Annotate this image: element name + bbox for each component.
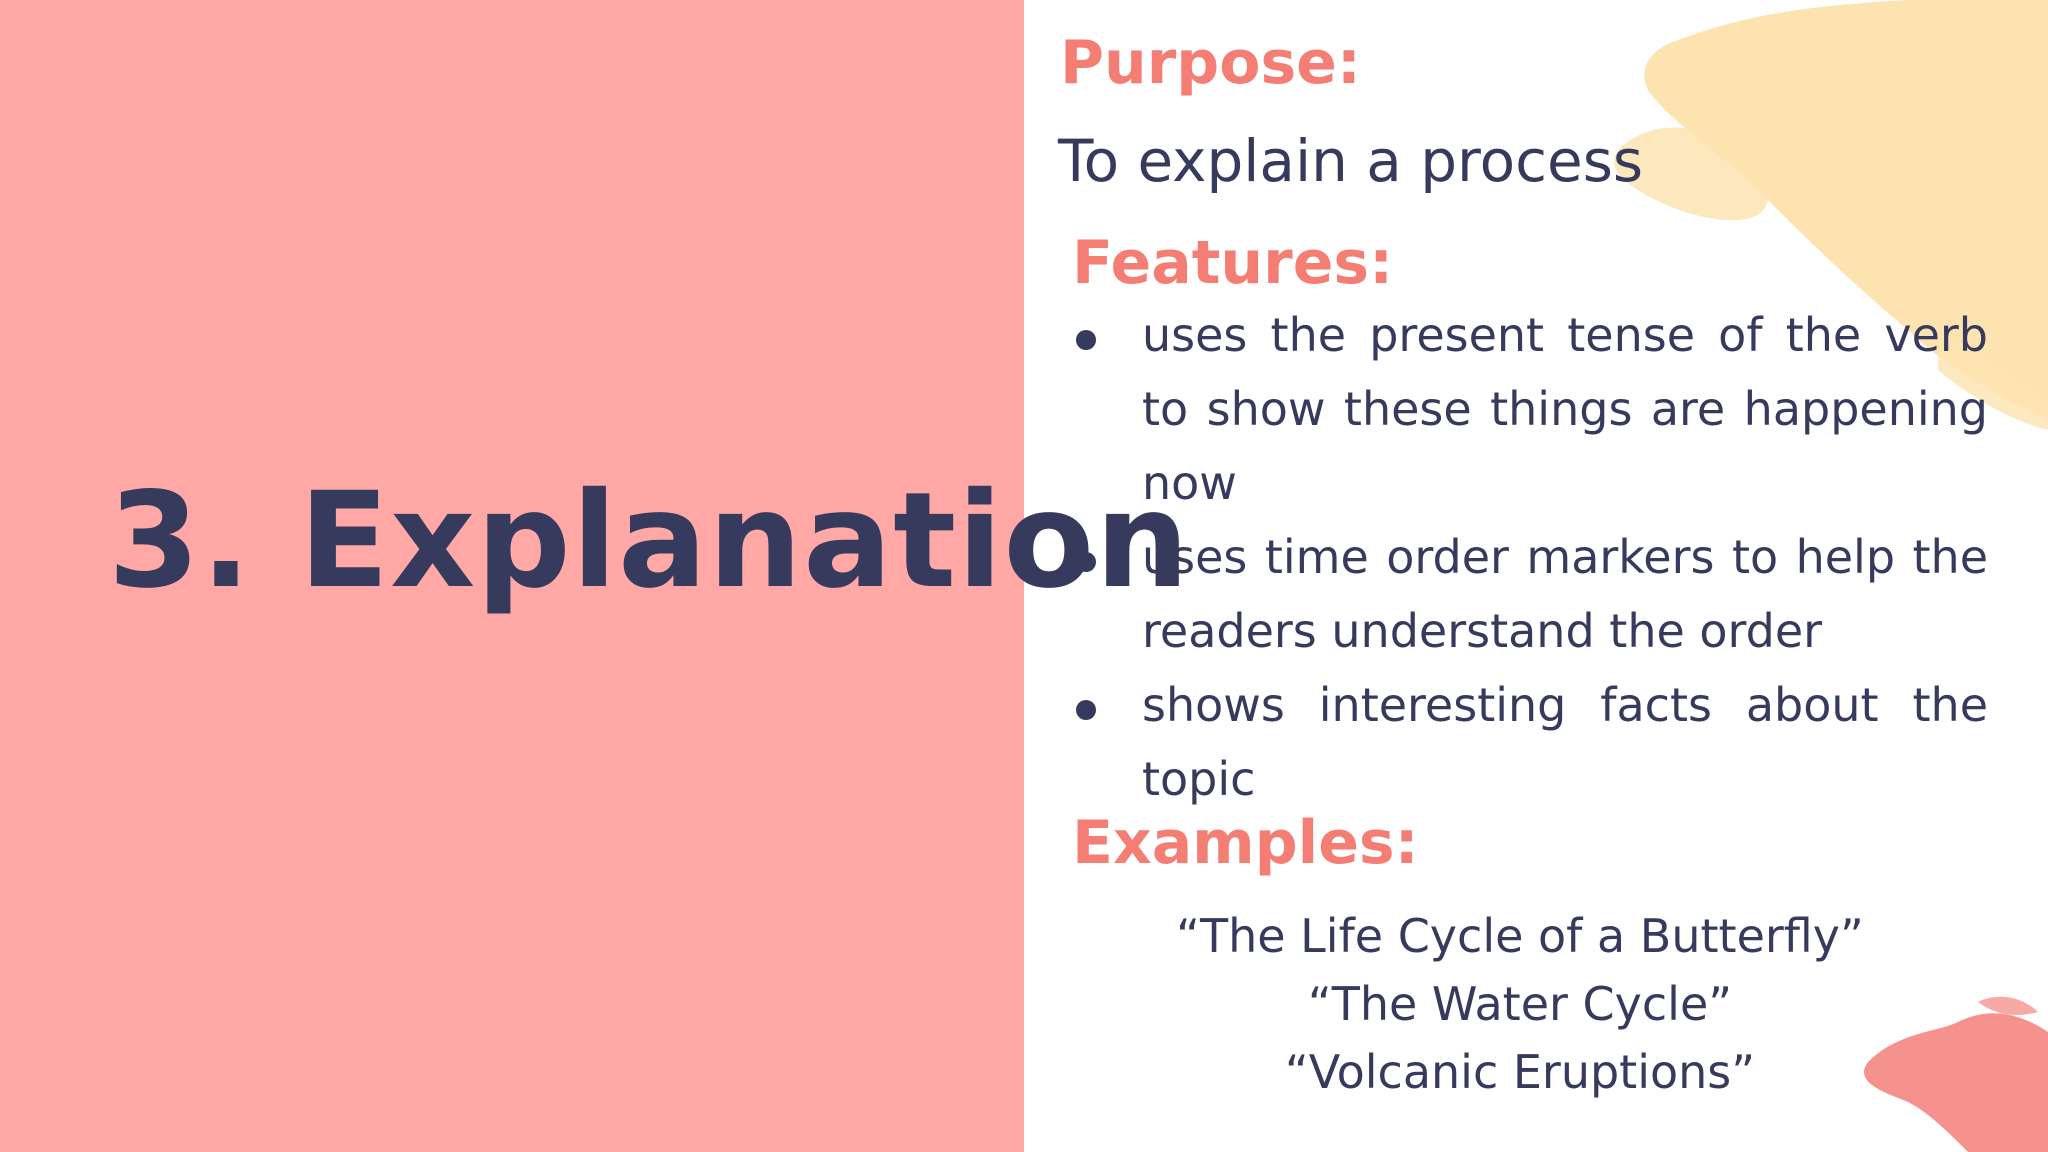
feature-text: uses the present tense of the verb to sh… [1142,308,1988,510]
pink-brush-stroke [1863,996,2048,1152]
purpose-heading: Purpose: [1060,28,1361,98]
feature-text: uses time order markers to help the read… [1142,530,1988,658]
examples-heading: Examples: [1072,808,1419,878]
example-item: “The Life Cycle of a Butterfly” [1176,909,1864,963]
feature-item: uses time order markers to help the read… [1072,520,1988,668]
bullet-icon [1076,700,1096,720]
examples-list: “The Life Cycle of a Butterfly” “The Wat… [1040,902,2000,1106]
bullet-icon [1076,330,1096,350]
bullet-icon [1076,552,1096,572]
feature-item: shows interesting facts about the topic [1072,668,1988,816]
features-list: uses the present tense of the verb to sh… [1072,298,1988,816]
feature-text: shows interesting facts about the topic [1142,678,1988,806]
feature-item: uses the present tense of the verb to sh… [1072,298,1988,520]
example-item: “Volcanic Eruptions” [1284,1045,1756,1099]
features-heading: Features: [1072,228,1394,298]
yellow-brush-stroke [1614,0,2048,430]
example-item: “The Water Cycle” [1307,977,1733,1031]
left-panel: 3. Explanation [0,0,1189,1152]
slide-title: 3. Explanation [108,464,1191,618]
purpose-text: To explain a process [1058,127,1644,195]
